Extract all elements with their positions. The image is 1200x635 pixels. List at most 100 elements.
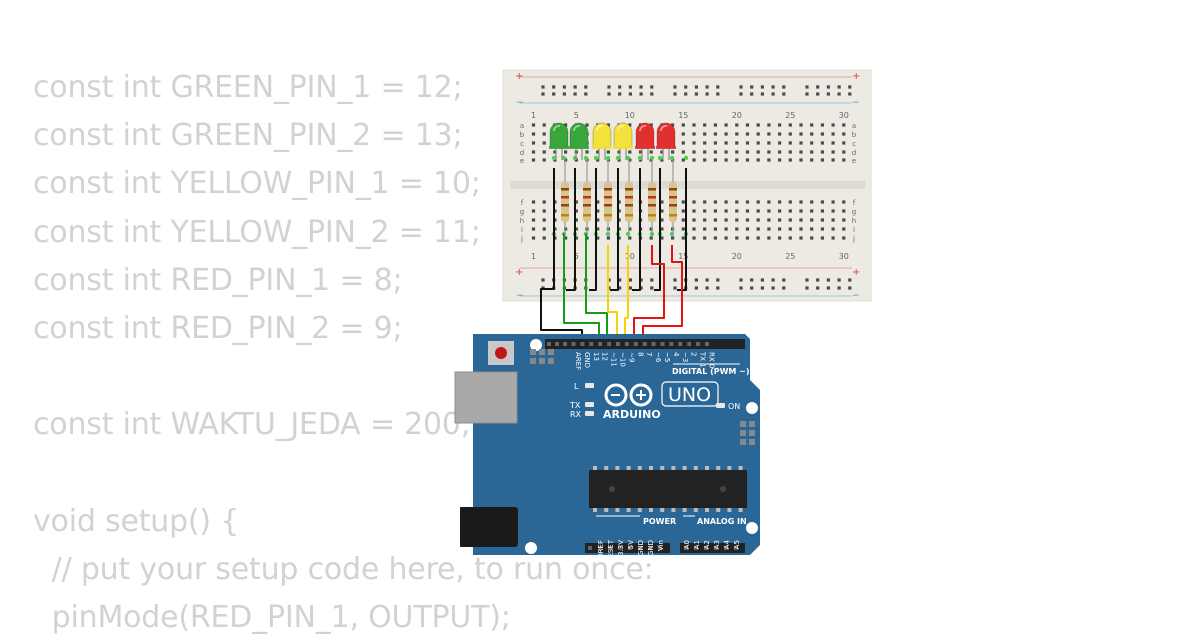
resistor-band — [583, 204, 591, 207]
rail-hole — [541, 92, 545, 96]
analog-pin-label: A3 — [713, 540, 721, 549]
analog-pin-hole — [704, 546, 708, 550]
led-highlight — [596, 125, 604, 132]
wire-red-2 — [642, 245, 683, 342]
breadboard-hole — [724, 218, 728, 222]
breadboard-hole — [788, 218, 792, 222]
digital-pin-hole — [547, 342, 551, 346]
breadboard-hole — [810, 236, 814, 240]
digital-label: DIGITAL (PWM ~) — [672, 367, 750, 376]
reset-button-cap[interactable] — [495, 347, 507, 359]
led-highlight — [660, 125, 668, 132]
rx-led-label: RX — [570, 410, 582, 419]
breadboard-hole — [735, 158, 739, 162]
breadboard-hole — [671, 150, 675, 154]
rail-hole — [607, 85, 611, 89]
connection-dot — [593, 155, 599, 161]
breadboard-hole — [745, 132, 750, 136]
breadboard-hole — [767, 218, 771, 222]
rail-hole — [573, 92, 577, 96]
digital-pin-label: ~5 — [663, 352, 671, 362]
rail-hole — [584, 85, 588, 89]
digital-pin-hole — [607, 342, 612, 346]
chip-pin — [660, 508, 665, 512]
breadboard-hole — [542, 132, 546, 136]
breadboard-hole — [606, 150, 610, 154]
breadboard-hole — [799, 209, 803, 213]
rail-hole — [562, 85, 566, 89]
breadboard-hole — [778, 236, 782, 240]
chip-pin — [682, 508, 687, 512]
connection-dot — [683, 155, 689, 161]
rail-hole — [750, 278, 754, 282]
rail-hole — [760, 278, 764, 282]
connection-dot — [669, 155, 675, 161]
chip-pin — [727, 466, 732, 470]
code-line: // put your setup code here, to run once… — [33, 552, 654, 587]
rail-hole — [739, 92, 743, 96]
rail-hole — [750, 85, 754, 89]
chip-pin — [660, 466, 665, 470]
resistor-band — [669, 214, 677, 217]
breadboard-hole — [660, 209, 664, 213]
power-pin-label: GND — [647, 540, 655, 556]
digital-pin-hole — [616, 342, 620, 346]
row-letter: c — [520, 140, 524, 148]
row-letter: f — [853, 199, 856, 207]
row-letter: a — [520, 122, 524, 130]
led-rim — [635, 146, 655, 149]
code-line: const int YELLOW_PIN_1 = 10; — [33, 166, 481, 202]
breadboard-hole — [724, 209, 728, 213]
usb-connector-top — [454, 371, 518, 424]
rail-hole — [684, 92, 688, 96]
icsp-pin — [530, 349, 536, 355]
analog-pin-label: A0 — [683, 540, 691, 549]
breadboard-hole — [703, 132, 707, 136]
breadboard-hole — [756, 123, 760, 127]
rail-hole — [837, 278, 841, 282]
breadboard-hole — [531, 209, 536, 213]
mount-hole-3 — [746, 522, 758, 534]
led-rim — [592, 146, 612, 149]
digital-pin-label: 4 — [672, 352, 680, 357]
breadboard-hole — [735, 236, 739, 240]
breadboard-hole — [649, 150, 653, 154]
breadboard-hole — [842, 123, 846, 127]
icsp-header-right — [740, 421, 755, 445]
wire-green-2 — [585, 233, 608, 342]
column-number: 10 — [625, 252, 635, 261]
breadboard-hole — [617, 158, 621, 162]
breadboard-hole — [596, 227, 600, 231]
breadboard-hole — [703, 123, 707, 127]
breadboard-hole — [799, 150, 803, 154]
breadboard-hole — [735, 227, 739, 231]
breadboard-hole — [745, 209, 750, 213]
power-pin-hole — [608, 546, 612, 550]
mount-hole-4 — [525, 542, 537, 554]
breadboard-hole — [681, 227, 685, 231]
digital-pin-hole — [696, 342, 701, 346]
breadboard-hole — [788, 236, 792, 240]
breadboard-hole — [703, 218, 707, 222]
led-red — [635, 122, 655, 149]
resistor-band — [648, 196, 656, 199]
row-letter: b — [520, 131, 525, 139]
on-label: ON — [728, 402, 740, 411]
chip-pin — [649, 466, 653, 470]
breadboard-hole — [628, 123, 632, 127]
breadboard-hole — [810, 141, 814, 145]
breadboard-hole — [531, 236, 536, 240]
connection-dot — [649, 155, 655, 161]
row-letter: g — [520, 208, 524, 216]
breadboard-hole — [531, 218, 536, 222]
breadboard-hole — [724, 123, 728, 127]
led-highlight — [639, 125, 647, 132]
breadboard-hole — [724, 158, 728, 162]
breadboard-hole — [810, 123, 814, 127]
breadboard-hole — [542, 150, 546, 154]
led-yellow — [613, 122, 633, 149]
breadboard-hole — [531, 227, 536, 231]
breadboard-hole — [799, 200, 803, 204]
breadboard-hole — [831, 227, 835, 231]
